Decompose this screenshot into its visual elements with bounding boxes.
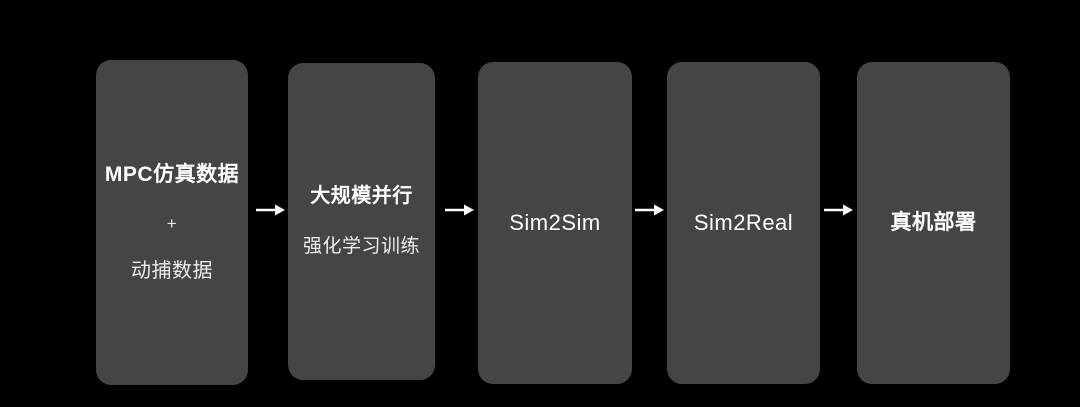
- stage-label-line-1: 真机部署: [890, 211, 977, 235]
- stage-box-mpc-sim-and-mocap-data: MPC仿真数据 + 动捕数据: [96, 60, 248, 385]
- arrow-right-icon: [634, 199, 664, 221]
- stage-label-line-3: 动捕数据: [131, 259, 213, 282]
- stage-box-real-robot-deployment: 真机部署: [857, 62, 1010, 384]
- stage-box-sim2real: Sim2Real: [667, 62, 820, 384]
- stage-label-line-1: 大规模并行: [310, 185, 413, 208]
- stage-box-sim2sim: Sim2Sim: [478, 62, 632, 384]
- arrow-right-icon: [444, 199, 474, 221]
- stage-label-line-1: Sim2Sim: [509, 209, 601, 235]
- stage-label-plus-sign: +: [166, 214, 178, 234]
- stage-label-line-1: Sim2Real: [693, 209, 794, 235]
- stage-box-large-scale-parallel-rl-training: 大规模并行 强化学习训练: [288, 63, 435, 380]
- stage-label-line-2: 强化学习训练: [302, 236, 420, 258]
- stage-label-line-1: MPC仿真数据: [104, 163, 240, 187]
- arrow-right-icon: [823, 199, 853, 221]
- arrow-right-icon: [255, 199, 285, 221]
